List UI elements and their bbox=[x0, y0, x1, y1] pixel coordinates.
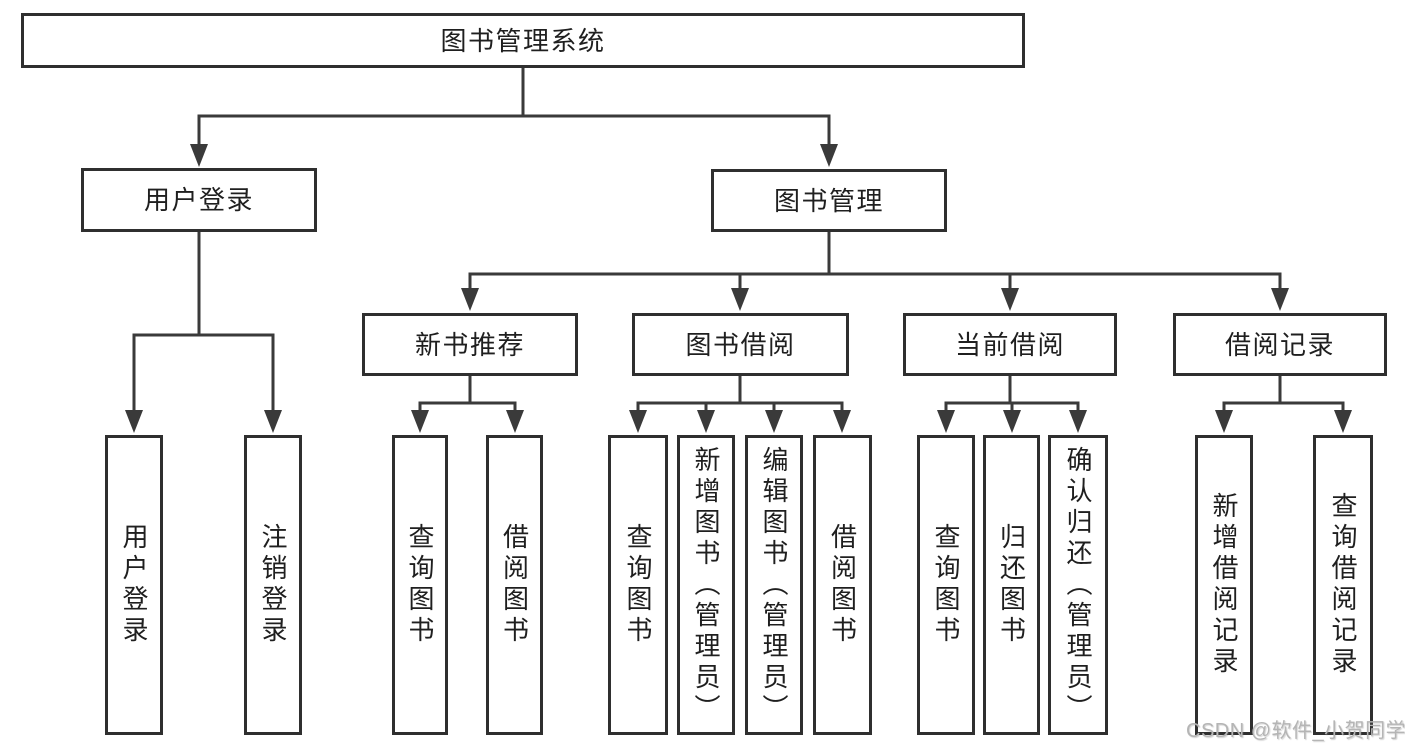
node-library-management-system: 图书管理系统 bbox=[21, 13, 1025, 68]
leaf-query-books-recommend: 查询图书 bbox=[392, 435, 448, 735]
leaf-query-books-borrow: 查询图书 bbox=[608, 435, 668, 735]
node-label: 归还图书 bbox=[996, 523, 1027, 647]
leaf-query-books-current: 查询图书 bbox=[917, 435, 975, 735]
node-label: 查询图书 bbox=[931, 523, 961, 647]
node-label: 新增图书（管理员） bbox=[691, 445, 721, 725]
node-label: 确认归还（管理员） bbox=[1063, 445, 1093, 725]
node-label: 图书管理系统 bbox=[440, 25, 606, 56]
leaf-edit-book-admin: 编辑图书（管理员） bbox=[745, 435, 803, 735]
node-user-login: 用户登录 bbox=[81, 168, 317, 232]
leaf-query-borrow-record: 查询借阅记录 bbox=[1313, 435, 1373, 735]
node-new-book-recommendation: 新书推荐 bbox=[362, 313, 578, 376]
node-label: 新书推荐 bbox=[414, 329, 525, 360]
node-label: 查询借阅记录 bbox=[1328, 492, 1358, 678]
node-label: 查询图书 bbox=[623, 523, 653, 647]
node-label: 编辑图书（管理员） bbox=[759, 445, 789, 725]
node-book-borrowing: 图书借阅 bbox=[632, 313, 849, 376]
node-label: 借阅记录 bbox=[1224, 329, 1335, 360]
node-label: 借阅图书 bbox=[827, 523, 858, 647]
node-label: 用户登录 bbox=[119, 523, 149, 647]
node-label: 图书借阅 bbox=[685, 329, 796, 360]
leaf-return-book: 归还图书 bbox=[983, 435, 1040, 735]
node-borrowing-records: 借阅记录 bbox=[1173, 313, 1387, 376]
leaf-add-book-admin: 新增图书（管理员） bbox=[677, 435, 735, 735]
node-label: 新增借阅记录 bbox=[1209, 492, 1239, 678]
node-label: 用户登录 bbox=[143, 185, 254, 215]
node-label: 借阅图书 bbox=[499, 523, 530, 647]
leaf-add-borrow-record: 新增借阅记录 bbox=[1195, 435, 1253, 735]
node-label: 当前借阅 bbox=[954, 329, 1065, 360]
leaf-confirm-return-admin: 确认归还（管理员） bbox=[1048, 435, 1108, 735]
leaf-logout: 注销登录 bbox=[244, 435, 302, 735]
node-label: 图书管理 bbox=[773, 185, 884, 216]
node-label: 注销登录 bbox=[258, 523, 288, 647]
node-book-management: 图书管理 bbox=[711, 169, 947, 232]
leaf-borrow-books-recommend: 借阅图书 bbox=[486, 435, 543, 735]
node-label: 查询图书 bbox=[405, 523, 435, 647]
node-current-borrowing: 当前借阅 bbox=[903, 313, 1117, 376]
leaf-borrow-books: 借阅图书 bbox=[813, 435, 872, 735]
leaf-user-login: 用户登录 bbox=[105, 435, 163, 735]
csdn-watermark: CSDN @软件_小贺同学 bbox=[1186, 720, 1405, 742]
